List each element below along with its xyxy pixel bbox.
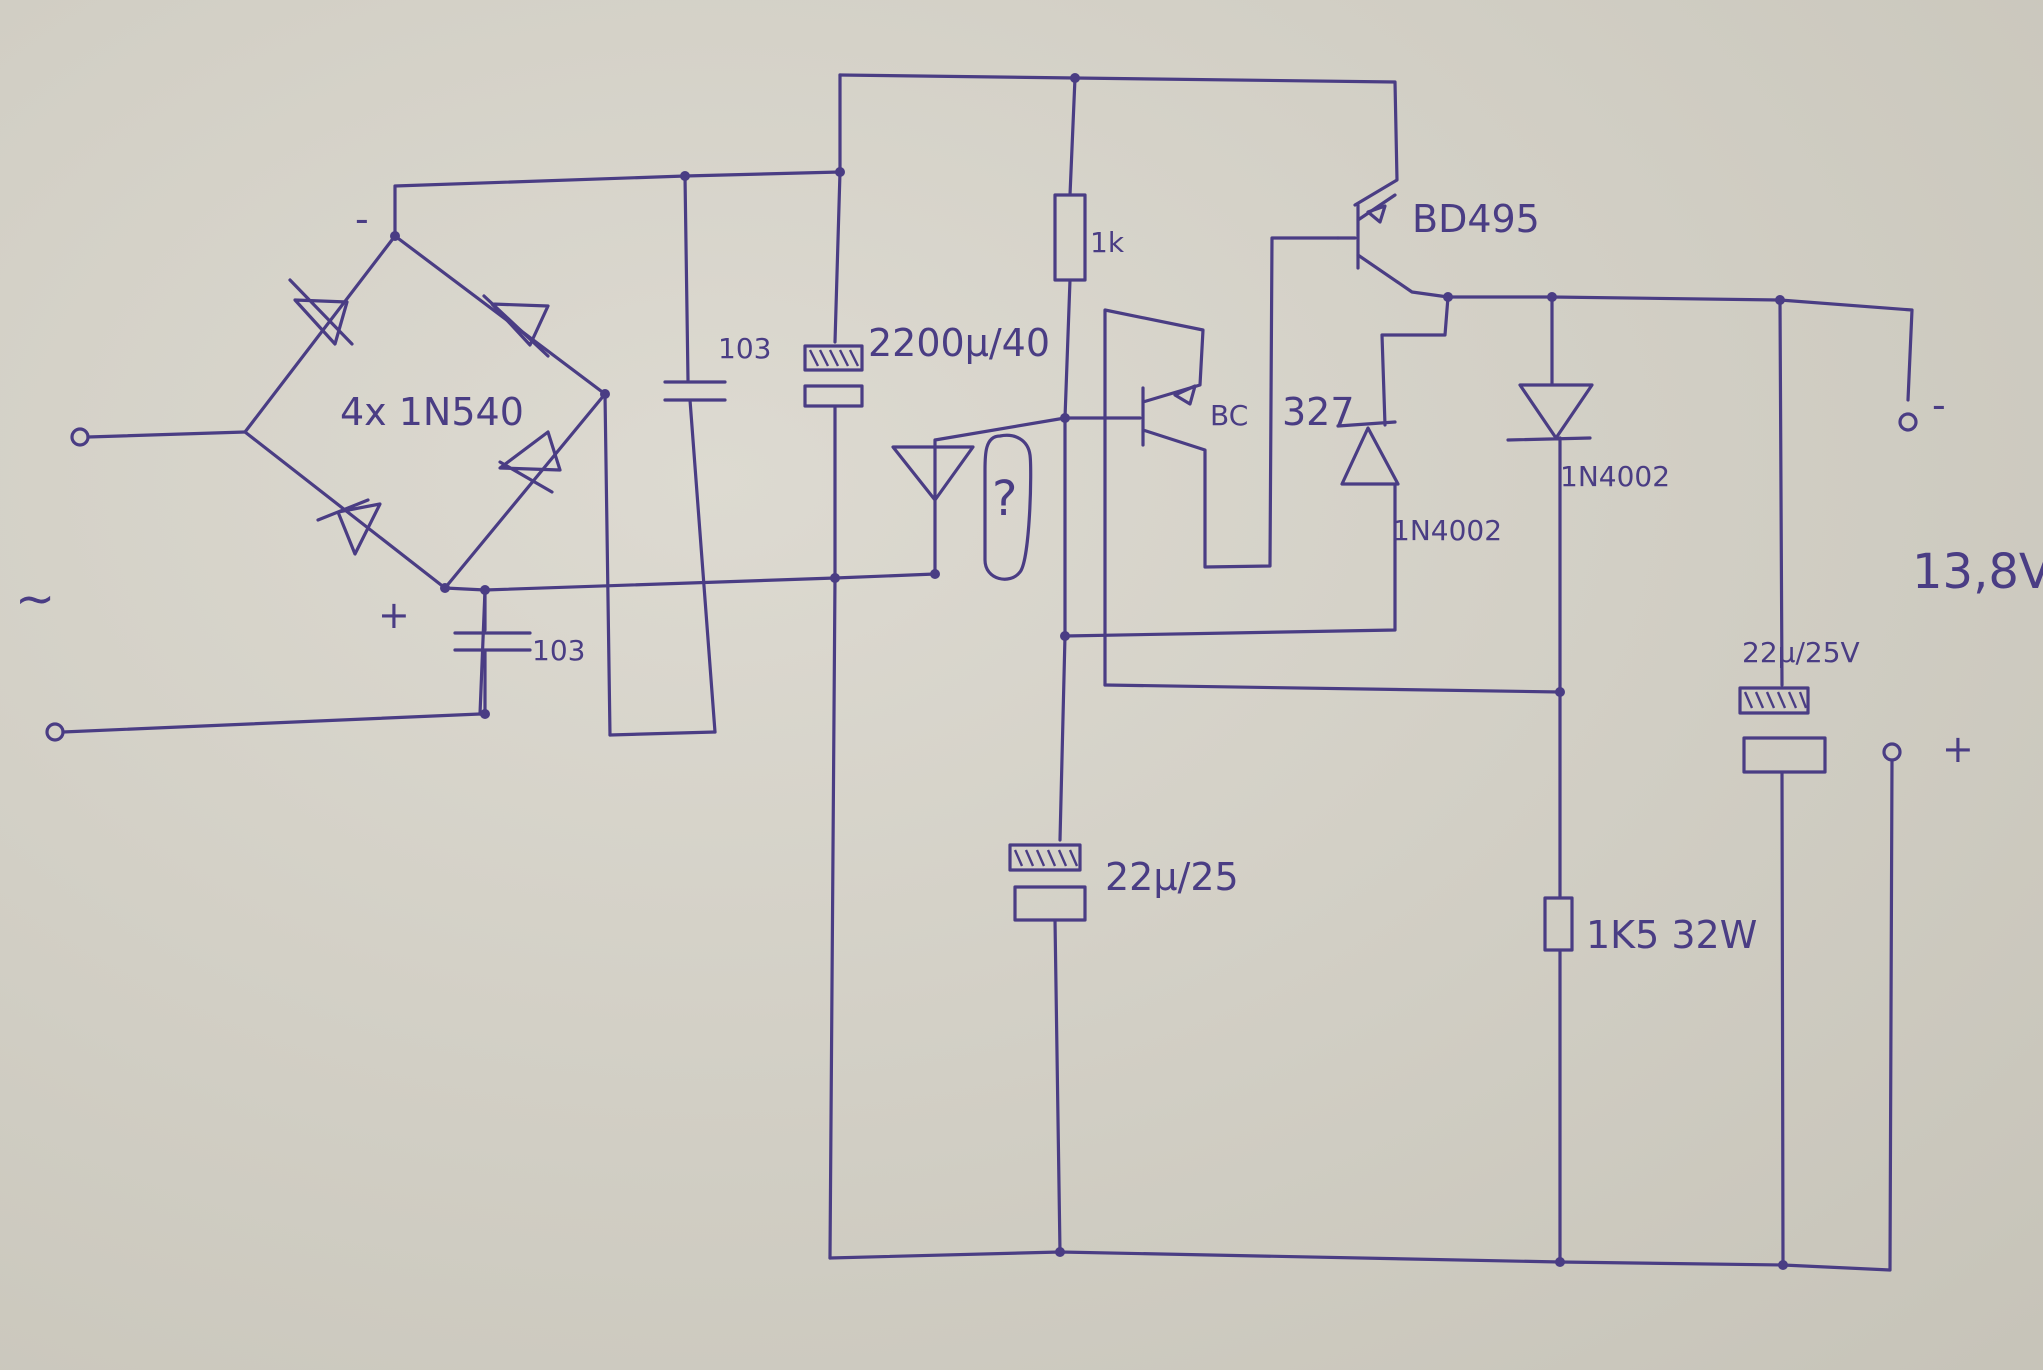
diode-1n4002-b xyxy=(1103,295,1594,697)
capacitor-2200 xyxy=(803,73,864,1260)
bridge-diode-4 xyxy=(498,430,562,494)
diode-b-label: 1N4002 xyxy=(1560,460,1670,493)
cap-22u25v-label: 22µ/25V xyxy=(1742,636,1860,669)
cap-2200-label: 2200µ/40 xyxy=(868,321,1050,365)
cap-103-a-label: 103 xyxy=(718,332,771,365)
question-outline xyxy=(983,433,1033,581)
output-plus-label: + xyxy=(1942,727,1974,771)
output-minus-label: - xyxy=(1932,383,1946,427)
base-feedback-wire xyxy=(1103,683,1562,694)
output-terminal-minus xyxy=(1898,412,1918,432)
resistor-1k5-label: 1K5 32W xyxy=(1586,913,1757,957)
ac-input xyxy=(45,427,482,742)
zener-diode xyxy=(891,416,1067,581)
diode-a-label: 1N4002 xyxy=(1392,514,1502,547)
transistor-bc-label: BC xyxy=(1210,399,1248,432)
capacitor-103-b xyxy=(453,585,532,719)
capacitor-22u25v xyxy=(1738,298,1827,1270)
transistor-bd495 xyxy=(1336,193,1450,299)
ac-input-wires xyxy=(61,430,482,734)
bridge-minus-label: - xyxy=(355,197,369,241)
diode-1n4002-a xyxy=(1063,295,1450,638)
cap-22u25-label: 22µ/25 xyxy=(1105,855,1239,899)
top-rail xyxy=(838,73,1399,207)
positive-rail-bridge xyxy=(443,572,937,592)
resistor-1k5 xyxy=(1543,690,1574,1267)
question-label: ? xyxy=(992,471,1017,527)
resistor-1k xyxy=(1053,76,1087,423)
ac-symbol-label: ~ xyxy=(15,571,55,627)
bridge-diode-1 xyxy=(288,278,354,346)
transistor-bd-label: BD495 xyxy=(1412,197,1540,241)
bridge-right-down xyxy=(603,392,612,737)
bridge-diode-2 xyxy=(482,294,550,358)
bridge-diode-3 xyxy=(316,498,382,556)
bridge-plus-label: + xyxy=(378,593,410,637)
bottom-rail xyxy=(828,758,1894,1272)
output-terminal-plus xyxy=(1882,742,1902,762)
cap-103-b-label: 103 xyxy=(532,634,585,667)
negative-rail-bridge xyxy=(393,170,842,238)
bridge-label: 4x 1N540 xyxy=(340,390,524,434)
capacitor-103-a xyxy=(663,171,727,734)
transistor-327-label: 327 xyxy=(1282,390,1355,434)
transistor-bc327 xyxy=(1063,236,1340,687)
resistor-1k-label: 1k xyxy=(1090,226,1125,259)
output-voltage-label: 13,8V xyxy=(1912,544,2043,600)
